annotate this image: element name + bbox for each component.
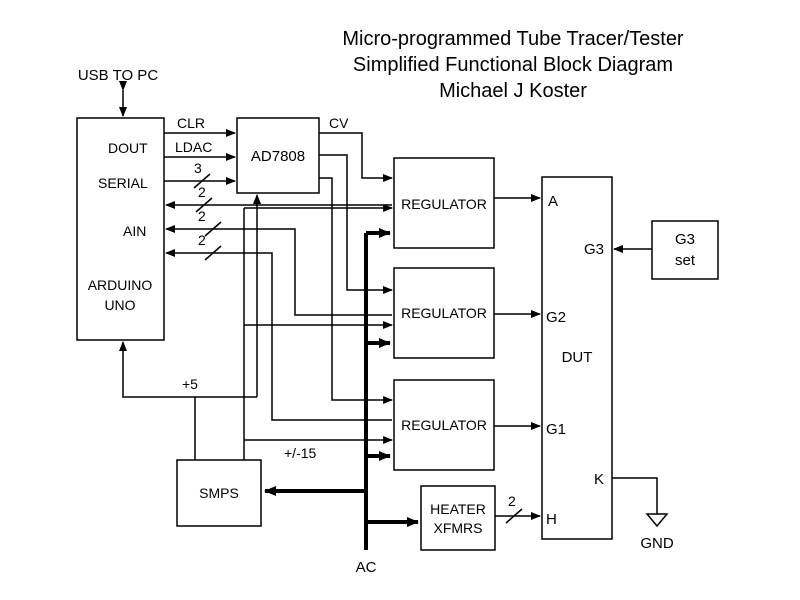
feedback-bus-2-width: 2: [198, 208, 206, 224]
dut-block: [541, 176, 613, 540]
arduino-name-line2: UNO: [104, 297, 135, 313]
cathode-to-gnd: [612, 477, 658, 514]
arduino-ain-label: AIN: [123, 223, 146, 239]
regulator-1: [393, 157, 495, 249]
ac-label: AC: [356, 559, 377, 576]
title-line-1: Micro-programmed Tube Tracer/Tester: [342, 28, 684, 50]
ground-symbol: [645, 513, 669, 528]
regulator-3: [393, 379, 495, 471]
dut-pin-k: K: [594, 471, 604, 488]
cv-label: CV: [329, 115, 349, 131]
regulator-3-label: REGULATOR: [401, 417, 487, 433]
dut-pin-h: H: [546, 511, 557, 528]
regulator-2-label: REGULATOR: [401, 305, 487, 321]
ldac-label: LDAC: [175, 139, 212, 155]
g3-set-label-2: set: [675, 252, 696, 269]
dut-pin-a: A: [548, 193, 558, 210]
heater-bus-slash: [505, 508, 523, 524]
arduino-name-line1: ARDUINO: [88, 277, 153, 293]
pm15-label: +/-15: [284, 445, 317, 461]
smps-block: [176, 459, 262, 527]
dac-line-to-reg2: [319, 154, 393, 294]
g3-set-block: [651, 220, 719, 280]
cv-line-to-reg1: [319, 132, 393, 182]
dac-line-to-reg3: [319, 177, 393, 404]
heater-label-2: XFMRS: [434, 520, 483, 536]
usb-label: USB TO PC: [78, 67, 158, 84]
serial-width-label: 3: [194, 160, 202, 176]
feedback-bus-1-width: 2: [198, 184, 206, 200]
heater-bus-width: 2: [508, 493, 516, 509]
arduino-block: [76, 117, 165, 341]
clr-label: CLR: [177, 115, 205, 131]
smps-label: SMPS: [199, 485, 239, 501]
dut-pin-g1: G1: [546, 421, 566, 438]
feedback-bus-1-slash: [195, 197, 213, 213]
serial-bus-slash: [193, 173, 211, 189]
title-line-2: Simplified Functional Block Diagram: [353, 54, 673, 76]
feedback-bus-2: [165, 225, 392, 316]
regulator-2: [393, 267, 495, 359]
dut-label: DUT: [562, 349, 593, 366]
plus5-label: +5: [182, 376, 198, 392]
title-line-3: Michael J Koster: [439, 80, 587, 102]
ad7808-label: AD7808: [251, 148, 305, 165]
ad7808-block: [236, 117, 320, 194]
feedback-bus-3: [165, 249, 392, 421]
arduino-serial-label: SERIAL: [98, 175, 148, 191]
plus5-line: [119, 341, 196, 460]
g3-set-label-1: G3: [675, 231, 695, 248]
arduino-dout-label: DOUT: [108, 140, 148, 156]
heater-block: [420, 485, 496, 551]
feedback-bus-3-width: 2: [198, 232, 206, 248]
dut-pin-g3: G3: [584, 241, 604, 258]
gnd-label: GND: [640, 535, 674, 552]
heater-label-1: HEATER: [430, 501, 486, 517]
feedback-bus-2-slash: [204, 221, 222, 237]
feedback-bus-3-slash: [204, 245, 222, 261]
regulator-1-label: REGULATOR: [401, 196, 487, 212]
dut-pin-g2: G2: [546, 309, 566, 326]
